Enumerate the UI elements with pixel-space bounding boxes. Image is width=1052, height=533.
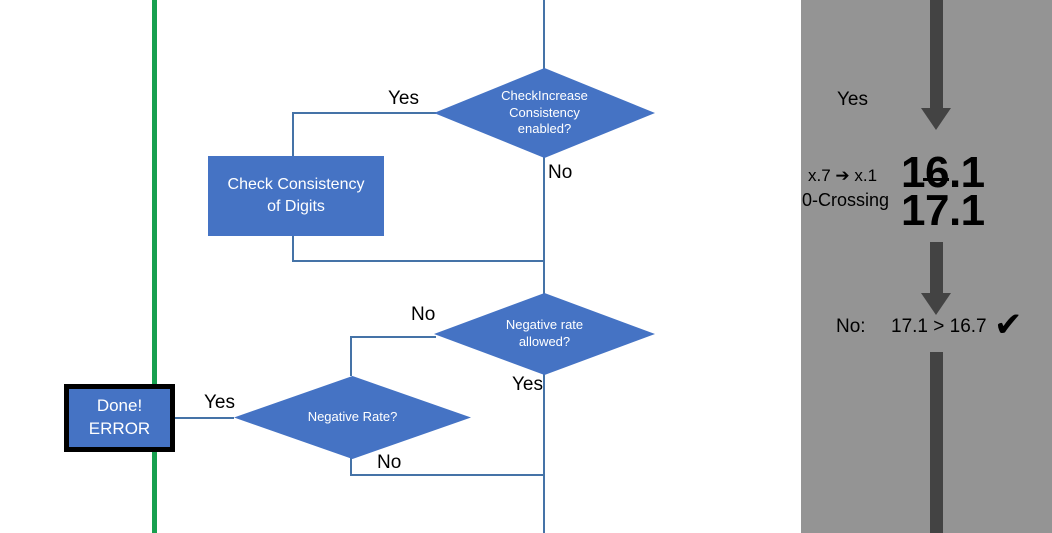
panel-value-current: 17.1 [901, 186, 985, 235]
panel-row-label-1: x.7 ➔ x.1 [808, 166, 878, 185]
connector-negrate-no-horizontal [350, 336, 436, 338]
connector-yes-to-consistency-horizontal [292, 112, 436, 114]
panel-arrow-3-shaft [930, 352, 943, 533]
branch-label-negativerateallowed-no: No [411, 304, 436, 325]
panel-arrow-2-head [921, 293, 951, 315]
connector-consistency-out-horizontal [292, 260, 545, 262]
branch-label-checkincrease-yes: Yes [388, 88, 419, 109]
decision-check-increase-consistency[interactable]: CheckIncrease Consistency enabled? [434, 68, 655, 158]
connector-negrate-no-vertical [350, 336, 352, 376]
process-label-line-1: Check Consistency [227, 176, 365, 194]
panel-arrow-1-shaft [930, 0, 943, 110]
panel-row-label-2: 0-Crossing [802, 190, 890, 210]
connector-negativerate-no-vertical [350, 458, 352, 476]
panel-arrow-2-shaft [930, 242, 943, 296]
panel-check-icon: ✔ [994, 306, 1023, 344]
panel-yes-label: Yes [837, 89, 868, 110]
process-label-line-2: ERROR [88, 419, 151, 438]
panel-value-struck: 16.1 [901, 148, 985, 197]
branch-label-negativerate-no: No [377, 452, 402, 473]
process-label-line-1: Done! [96, 396, 143, 416]
branch-label-negativerateallowed-yes: Yes [512, 374, 543, 395]
panel-comparison-expression: 17.1 > 16.7 [891, 316, 987, 337]
process-check-consistency-of-digits[interactable]: Check Consistency of Digits [208, 156, 384, 236]
diamond-shape-icon [434, 293, 655, 375]
decision-negative-rate[interactable]: Negative Rate? [234, 376, 471, 459]
connector-top-spine [543, 0, 545, 78]
green-divider-line [152, 0, 157, 533]
panel-value-strikethrough [923, 178, 949, 181]
branch-label-negativerate-yes: Yes [204, 392, 235, 413]
process-done-error[interactable]: Done! ERROR [64, 384, 175, 452]
branch-label-checkincrease-no: No [548, 162, 573, 183]
connector-negativerate-no-horizontal [350, 474, 545, 476]
connector-yes-to-consistency-vertical [292, 112, 294, 156]
diamond-shape-icon [234, 376, 471, 459]
connector-no-main-spine [543, 148, 545, 302]
diamond-shape-icon [434, 68, 655, 158]
connector-consistency-out-vertical [292, 236, 294, 262]
connector-negrate-yes-vertical [543, 372, 545, 533]
process-label-line-2: of Digits [267, 198, 325, 215]
connector-negativerate-yes-to-error [172, 417, 234, 419]
panel-comparison-prefix: No: [836, 316, 866, 337]
panel-arrow-1-head [921, 108, 951, 130]
annotation-panel: Yes x.7 ➔ x.1 0-Crossing 16.1 17.1 No: 1… [801, 0, 1052, 533]
decision-negative-rate-allowed[interactable]: Negative rate allowed? [434, 293, 655, 375]
